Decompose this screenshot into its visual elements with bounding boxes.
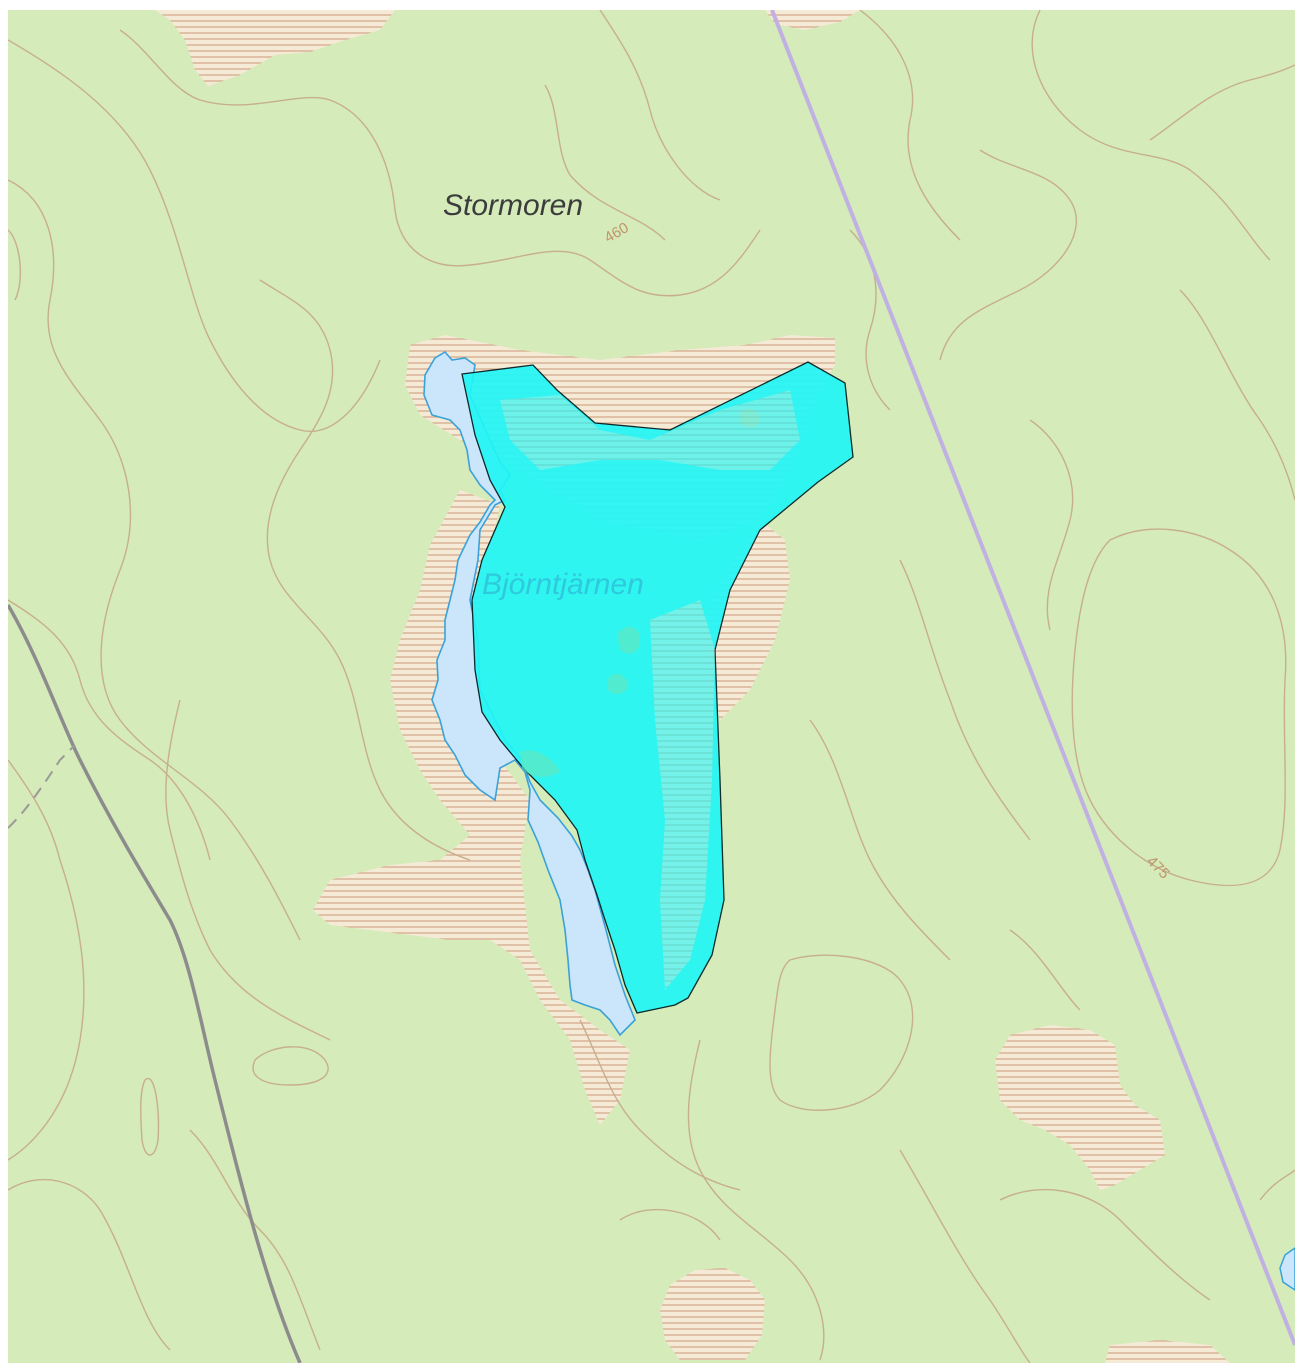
contour-line	[189, 1129, 321, 1351]
contour-line	[769, 954, 914, 1111]
marsh-area-lake-west	[313, 490, 630, 1125]
contour-line	[259, 279, 471, 861]
contour-line	[687, 1039, 825, 1361]
contour-line	[1179, 289, 1295, 501]
map-canvas[interactable]: Stormoren Björntjärnen 460 475	[8, 10, 1295, 1363]
place-label-stormoren: Stormoren	[443, 189, 583, 222]
contour-line	[8, 179, 301, 941]
contour-line	[1259, 1169, 1295, 1201]
contour-line	[165, 699, 331, 1041]
contour-line	[119, 29, 761, 297]
contour-line	[859, 10, 961, 241]
map-view[interactable]: Stormoren Björntjärnen 460 475	[8, 10, 1295, 1363]
place-label-bjorntjarnen: Björntjärnen	[482, 568, 644, 601]
contour-line	[1009, 929, 1081, 1011]
island	[520, 750, 560, 777]
contour-line	[1031, 10, 1271, 261]
small-lake-east	[1279, 1247, 1295, 1291]
marsh-area-top-right	[765, 10, 860, 30]
island	[608, 673, 628, 695]
contour-line	[140, 1077, 160, 1156]
contour-line	[252, 1046, 329, 1086]
contour-line	[1071, 528, 1287, 887]
track-dashed	[8, 744, 76, 829]
roads	[8, 604, 302, 1363]
road-line	[8, 604, 302, 1363]
contour-line	[999, 1188, 1211, 1301]
contour-line	[1029, 419, 1074, 631]
contour-line	[809, 719, 951, 961]
contour-line	[899, 559, 1031, 841]
island	[617, 626, 640, 654]
lake-islands	[500, 390, 800, 990]
contour-line	[8, 759, 85, 1161]
shore-hatch	[650, 600, 715, 990]
contour-line	[939, 149, 1077, 361]
marsh-area-south	[660, 1268, 765, 1360]
contour-line	[8, 1178, 171, 1351]
contour-line	[619, 1208, 721, 1241]
contour-line	[8, 599, 211, 861]
contour-line	[8, 39, 381, 432]
contour-line	[544, 84, 666, 241]
contour-line	[899, 1149, 1031, 1363]
marsh-area-top-left	[155, 10, 395, 86]
contour-line	[599, 10, 721, 201]
contour-line	[8, 229, 21, 301]
power-line	[770, 10, 1295, 1346]
marsh-area-southeast	[1105, 1340, 1230, 1363]
marsh-area-east	[995, 1025, 1165, 1190]
marsh-area-lake-east	[700, 520, 790, 720]
contour-line	[1149, 64, 1295, 141]
shore-hatch	[500, 390, 800, 470]
